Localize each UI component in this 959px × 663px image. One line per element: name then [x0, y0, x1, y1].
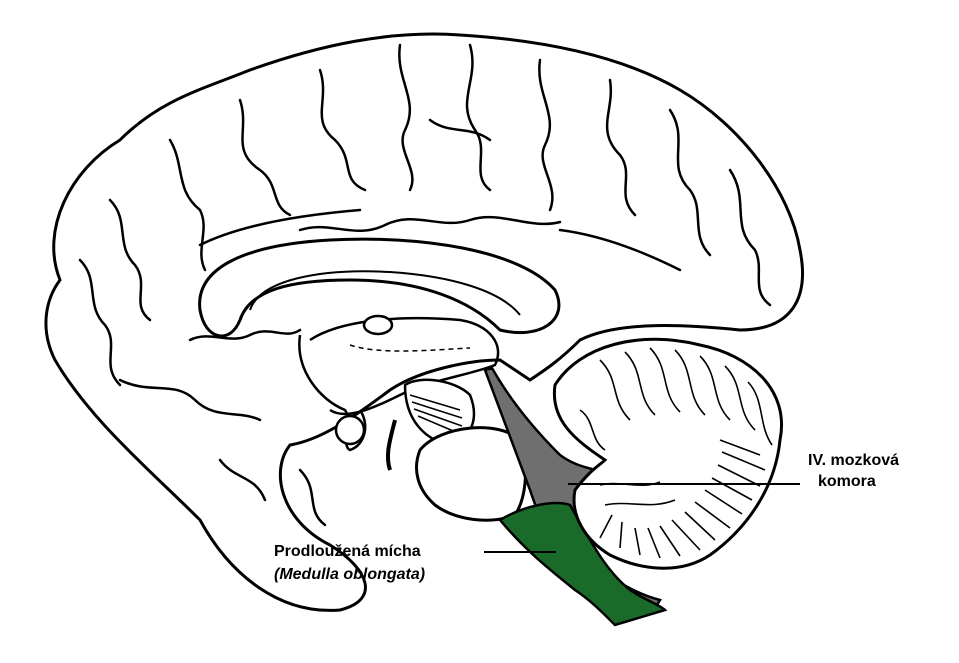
medulla-label: Prodloužená mícha [274, 543, 421, 560]
third-ventricle-dash [349, 344, 471, 352]
pons [415, 426, 527, 522]
fourth-ventricle-label-line2: komora [818, 473, 876, 490]
fourth-ventricle [483, 366, 662, 610]
cerebral-aqueduct [385, 419, 397, 471]
corpus-callosum-inner [249, 270, 521, 316]
fourth-ventricle-label-line1: IV. mozková [808, 452, 900, 469]
gyri-folds [78, 43, 772, 527]
corpus-callosum [198, 237, 561, 338]
medulla-oblongata [498, 501, 668, 627]
medulla-latin-label: (Medulla oblongata) [274, 566, 426, 583]
cerebrum-outline [44, 32, 804, 612]
cerebellar-folia [579, 347, 773, 559]
pituitary [334, 414, 366, 446]
cerebellum [552, 337, 783, 570]
interthalamic-adhesion [362, 314, 394, 336]
